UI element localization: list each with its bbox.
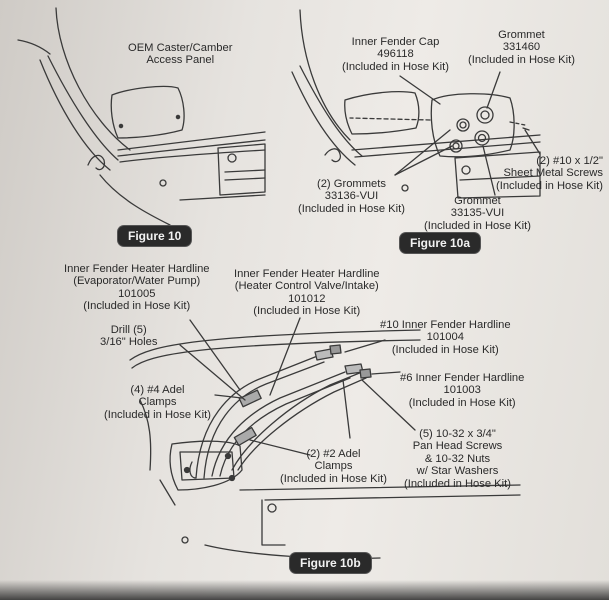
figure-10a-drawing xyxy=(291,9,541,199)
adel-2-clamps-label: (2) #2 Adel Clamps (Included in Hose Kit… xyxy=(280,448,387,485)
figure-10-badge: Figure 10 xyxy=(118,226,192,246)
oem-access-panel-label: OEM Caster/Camber Access Panel xyxy=(128,42,233,67)
grommet-331460-label: Grommet 331460 (Included in Hose Kit) xyxy=(468,29,575,66)
inner-fender-cap-label: Inner Fender Cap 496118 (Included in Hos… xyxy=(342,36,449,73)
hardline-6-label: #6 Inner Fender Hardline 101003 (Include… xyxy=(400,372,525,409)
grommet-33135-label: Grommet 33135-VUI (Included in Hose Kit) xyxy=(424,195,531,232)
figure-10b-badge: Figure 10b xyxy=(290,553,371,573)
bottom-shadow xyxy=(0,580,609,600)
figure-10a-badge: Figure 10a xyxy=(400,233,481,253)
pan-head-screws-label: (5) 10-32 x 3/4" Pan Head Screws & 10-32… xyxy=(404,428,511,490)
figure-10-drawing xyxy=(17,7,266,226)
drill-holes-label: Drill (5) 3/16" Holes xyxy=(100,324,158,349)
heater-hardline-evap-label: Inner Fender Heater Hardline (Evaporator… xyxy=(64,263,210,313)
heater-hardline-valve-label: Inner Fender Heater Hardline (Heater Con… xyxy=(234,268,380,318)
hardline-10-label: #10 Inner Fender Hardline 101004 (Includ… xyxy=(380,319,511,356)
grommets-33136-label: (2) Grommets 33136-VUI (Included in Hose… xyxy=(298,178,405,215)
sheet-metal-screws-label: (2) #10 x 1/2" Sheet Metal Screws (Inclu… xyxy=(496,155,603,192)
adel-4-clamps-label: (4) #4 Adel Clamps (Included in Hose Kit… xyxy=(104,384,211,421)
